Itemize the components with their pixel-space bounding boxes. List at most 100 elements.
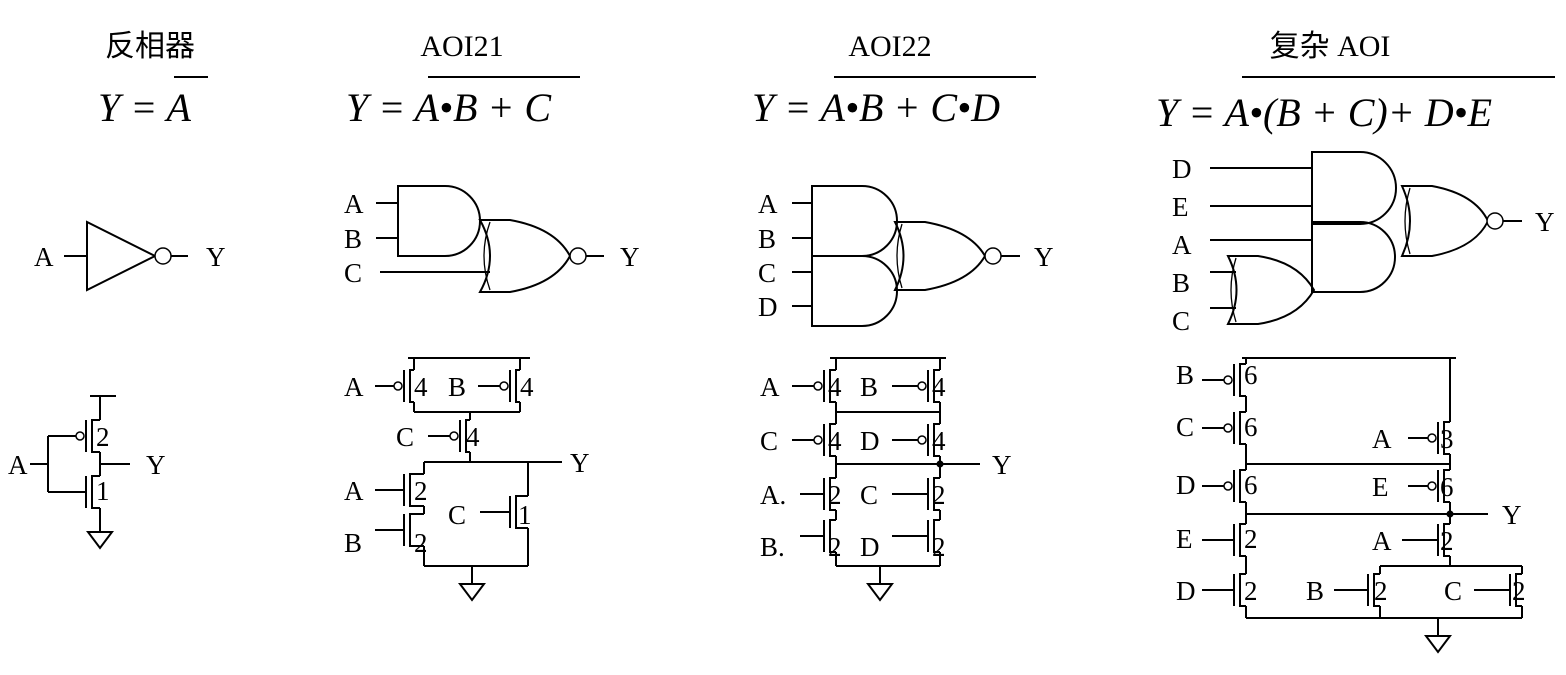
aoi22-p-b-label: B (860, 372, 878, 402)
inverter-nmos-size: 1 (96, 476, 110, 506)
aoi21-n-b-size: 2 (414, 528, 428, 558)
aoi21-title: AOI21 (420, 30, 503, 63)
aoi21-gate: A B C Y (344, 185, 640, 293)
aoi22-n-a-size: 2 (828, 480, 842, 510)
complex-aoi-gate-input-e: E (1172, 192, 1189, 222)
aoi21-p-a-label: A (344, 372, 364, 402)
complex-aoi-header: 复杂 AOI Y = A•(B + C)+ D•E (1156, 30, 1555, 135)
aoi22-n-d-label: D (860, 532, 880, 562)
inverter-gate-output-y: Y (206, 242, 226, 272)
inverter-eq-rhs: A (164, 85, 192, 130)
complex-aoi-n-d-label: D (1176, 576, 1196, 606)
complex-aoi-gate: D E A B C Y (1172, 151, 1555, 336)
aoi22-gate-input-b: B (758, 224, 776, 254)
complex-aoi-equation: Y = A•(B + C)+ D•E (1156, 90, 1492, 135)
inverter-bubble (154, 247, 172, 265)
complex-aoi-n-a-size: 2 (1440, 526, 1454, 556)
inverter-sch-output-y: Y (146, 450, 166, 480)
aoi22-gate: A B C D Y (758, 185, 1054, 327)
aoi22-nor-gate (893, 221, 987, 291)
inverter-schematic: A 2 1 Y (8, 395, 166, 550)
aoi22-header: AOI22 Y = A•B + C•D (752, 30, 1036, 130)
aoi21-p-b-size: 4 (520, 372, 534, 402)
aoi22-eq-lhs: Y = (752, 85, 821, 130)
complex-aoi-gate-input-c: C (1172, 306, 1190, 336)
complex-aoi-and-gate-de (1311, 151, 1397, 225)
inverter-triangle (86, 220, 158, 292)
complex-aoi-n-e-size: 2 (1244, 524, 1258, 554)
aoi21-p-c-size: 4 (466, 422, 480, 452)
complex-aoi-n-c-label: C (1444, 576, 1462, 606)
aoi21-schematic: A 4 B 4 C 4 Y A 2 B 2 (344, 357, 590, 602)
aoi21-sch-output-y: Y (570, 448, 590, 478)
aoi22-bubble (984, 247, 1002, 265)
complex-aoi-gate-output-y: Y (1535, 207, 1555, 237)
complex-aoi-schematic: B 6 C 6 A 3 D 6 E 6 (1176, 357, 1526, 654)
inverter-pmos-size: 2 (96, 422, 110, 452)
complex-aoi-p-c-label: C (1176, 412, 1194, 442)
aoi21-eq-rhs: A•B + C (412, 85, 553, 130)
aoi22-title: AOI22 (848, 30, 931, 63)
aoi21-nor-gate (478, 219, 572, 293)
inverter-equation: Y = A (98, 85, 192, 130)
complex-aoi-or-gate (1226, 255, 1316, 325)
inverter-title: 反相器 (105, 30, 195, 63)
aoi22-sch-output-y: Y (992, 450, 1012, 480)
complex-aoi-p-d-size: 6 (1244, 470, 1258, 500)
complex-aoi-gate-input-d: D (1172, 154, 1192, 184)
aoi22-schematic: A 4 B 4 C 4 D 4 Y A (760, 357, 1012, 602)
complex-aoi-p-b-size: 6 (1244, 360, 1258, 390)
complex-aoi-sch-output-y: Y (1502, 500, 1522, 530)
aoi21-n-c-label: C (448, 500, 466, 530)
aoi22-p-c-label: C (760, 426, 778, 456)
complex-aoi-bubble (1486, 212, 1504, 230)
aoi21-gate-input-a: A (344, 189, 364, 219)
aoi21-equation: Y = A•B + C (346, 85, 552, 130)
complex-aoi-gate-input-b: B (1172, 268, 1190, 298)
aoi22-p-b-size: 4 (932, 372, 946, 402)
inverter-eq-lhs: Y = (98, 85, 167, 130)
aoi21-gate-input-b: B (344, 224, 362, 254)
aoi21-bubble (569, 247, 587, 265)
complex-aoi-p-e-size: 6 (1440, 472, 1454, 502)
aoi22-and-gate-top (811, 185, 898, 257)
complex-aoi-p-d-label: D (1176, 470, 1196, 500)
aoi21-n-c-size: 1 (518, 500, 532, 530)
complex-aoi-p-e-label: E (1372, 472, 1389, 502)
complex-aoi-p-b-label: B (1176, 360, 1194, 390)
aoi22-and-gate-bottom (811, 255, 898, 327)
complex-aoi-ground (1424, 635, 1452, 654)
aoi21-and-gate (397, 185, 481, 257)
aoi21-header: AOI21 Y = A•B + C (346, 30, 580, 130)
inverter-gate-input-a: A (34, 242, 54, 272)
complex-aoi-p-c-size: 6 (1244, 412, 1258, 442)
aoi22-p-a-size: 4 (828, 372, 842, 402)
inverter-gate: A Y (34, 220, 226, 292)
aoi21-gate-output-y: Y (620, 242, 640, 272)
aoi22-n-c-label: C (860, 480, 878, 510)
aoi22-ground (866, 583, 894, 602)
complex-aoi-and-gate-a-bc (1311, 221, 1396, 293)
complex-aoi-n-c-size: 2 (1512, 576, 1526, 606)
aoi22-gate-output-y: Y (1034, 242, 1054, 272)
complex-aoi-n-e-label: E (1176, 524, 1193, 554)
inverter-ground (86, 531, 114, 550)
complex-aoi-eq-rhs: A•(B + C)+ D•E (1222, 90, 1493, 135)
complex-aoi-p-a-label: A (1372, 424, 1392, 454)
complex-aoi-nor-gate (1400, 185, 1490, 257)
aoi22-gate-input-a: A (758, 189, 778, 219)
aoi22-p-a-label: A (760, 372, 780, 402)
aoi21-n-a-size: 2 (414, 476, 428, 506)
aoi21-p-b-label: B (448, 372, 466, 402)
aoi21-p-c-label: C (396, 422, 414, 452)
aoi22-p-c-size: 4 (828, 426, 842, 456)
complex-aoi-p-a-size: 3 (1440, 424, 1454, 454)
aoi21-p-a-size: 4 (414, 372, 428, 402)
aoi22-equation: Y = A•B + C•D (752, 85, 1000, 130)
aoi22-gate-input-c: C (758, 258, 776, 288)
aoi22-n-b-label: B. (760, 532, 785, 562)
complex-aoi-eq-lhs: Y = (1156, 90, 1225, 135)
complex-aoi-title: 复杂 AOI (1270, 30, 1391, 63)
aoi22-n-a-label: A. (760, 480, 786, 510)
aoi22-n-c-size: 2 (932, 480, 946, 510)
